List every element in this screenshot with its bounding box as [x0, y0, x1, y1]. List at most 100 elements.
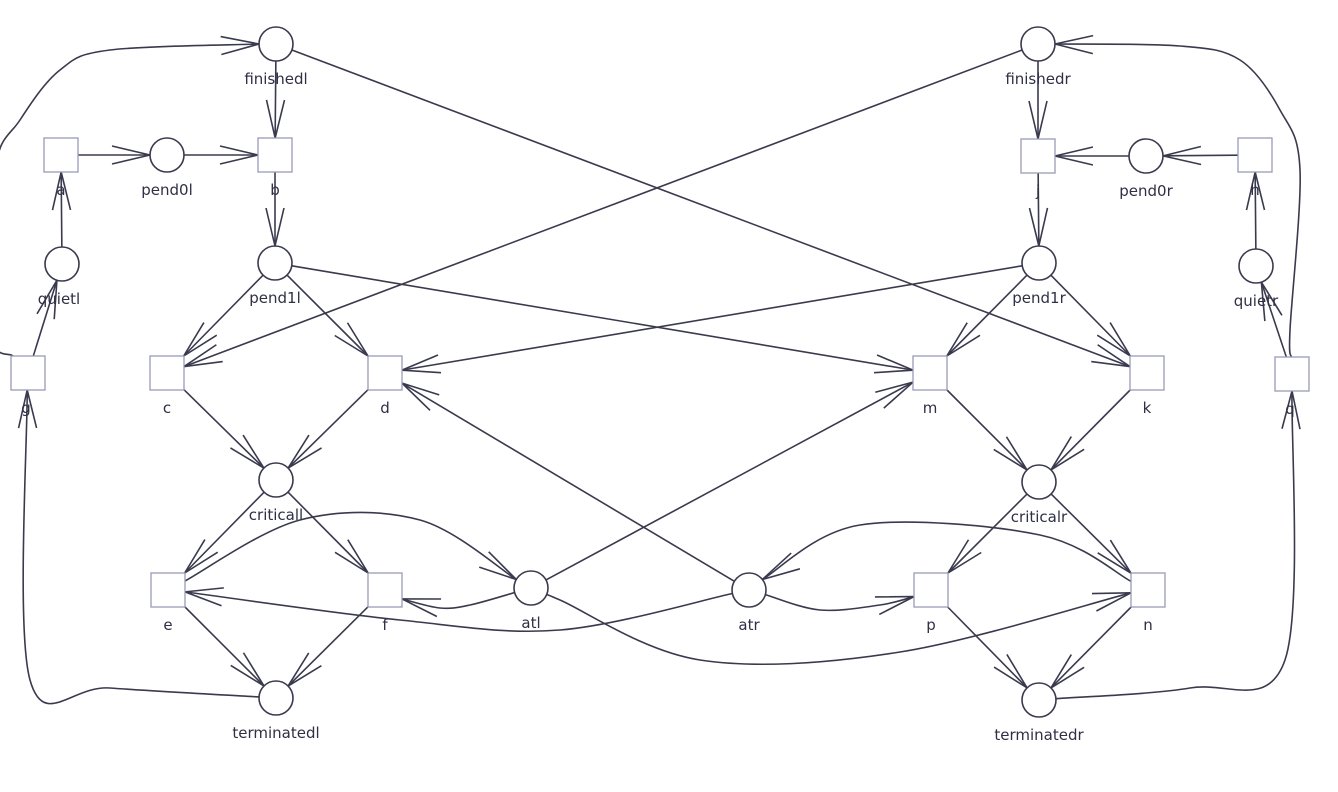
place-atr — [731, 572, 767, 608]
place-pend0r — [1128, 138, 1164, 174]
transition-label-g: g — [21, 399, 31, 417]
place-quietl — [44, 246, 80, 282]
node-layer: finishedl pend0l quietl pend1l criticall term… — [10, 26, 1310, 744]
transition-label-e: e — [163, 616, 172, 634]
place-label-criticall: criticall — [249, 506, 303, 524]
transition-n — [1130, 572, 1166, 608]
arc-p-to-terminatedr — [947, 606, 1028, 689]
arc-e-to-atl — [184, 511, 517, 582]
arc-criticall-to-e — [184, 491, 265, 574]
transition-b — [257, 137, 293, 173]
transition-e — [150, 572, 186, 608]
arc-terminatedr-to-q — [1055, 390, 1296, 700]
place-label-finishedr: finishedr — [1005, 70, 1071, 88]
transition-label-f: f — [382, 616, 388, 634]
transition-j — [1020, 138, 1056, 174]
arc-q-to-finishedr — [1054, 43, 1301, 358]
arc-g-to-finishedl — [0, 43, 260, 357]
place-pend1r — [1021, 245, 1057, 281]
place-criticalr — [1021, 464, 1057, 500]
transition-h — [1237, 137, 1273, 173]
arc-criticalr-to-n — [1050, 493, 1132, 574]
place-label-pend1l: pend1l — [249, 289, 301, 307]
arc-quietl-to-a — [60, 171, 63, 248]
arc-pend1l-to-c — [183, 274, 264, 357]
transition-m — [912, 355, 948, 391]
arc-f-to-terminatedl — [287, 606, 369, 687]
transition-label-q: q — [1285, 400, 1295, 418]
arc-d-to-criticall — [287, 389, 369, 469]
transition-label-a: a — [56, 181, 65, 199]
place-label-quietl: quietl — [38, 290, 80, 308]
place-label-pend0l: pend0l — [141, 181, 193, 199]
arc-pend1r-to-m — [946, 274, 1028, 357]
arrowhead-finishedl-to-k — [1091, 344, 1131, 368]
transition-label-m: m — [923, 399, 938, 417]
arc-n-to-atr — [761, 521, 1132, 583]
arc-criticalr-to-p — [947, 493, 1028, 574]
transition-q — [1274, 356, 1310, 392]
transition-label-d: d — [380, 399, 390, 417]
arc-k-to-criticalr — [1050, 389, 1131, 471]
place-label-terminatedr: terminatedr — [994, 726, 1084, 744]
place-label-pend0r: pend0r — [1119, 182, 1173, 200]
transition-k — [1129, 355, 1165, 391]
transition-p — [913, 572, 949, 608]
arc-atl-to-n — [543, 592, 1132, 666]
transition-a — [43, 137, 79, 173]
place-criticall — [258, 462, 294, 498]
arc-pend1l-to-m — [291, 265, 914, 371]
transition-label-j: j — [1035, 182, 1040, 200]
arc-atl-to-m — [545, 381, 914, 581]
transition-f — [367, 572, 403, 608]
place-quietr — [1238, 248, 1274, 284]
transition-label-c: c — [163, 399, 171, 417]
arc-atr-to-p — [765, 593, 915, 612]
arc-m-to-criticalr — [946, 389, 1028, 471]
transition-label-h: h — [1250, 181, 1260, 199]
place-label-terminatedl: terminatedl — [232, 724, 319, 742]
arc-terminatedl-to-g — [22, 389, 260, 705]
arc-e-to-terminatedl — [184, 606, 265, 687]
transition-d — [367, 355, 403, 391]
place-pend1l — [257, 245, 293, 281]
place-atl — [513, 570, 549, 606]
arc-pend1r-to-d — [401, 265, 1023, 371]
transition-g — [10, 355, 46, 391]
arc-quietr-to-h — [1254, 171, 1257, 250]
arc-atr-to-e — [184, 591, 733, 633]
place-finishedr — [1020, 26, 1056, 62]
arc-h-to-pend0r — [1162, 154, 1239, 157]
place-label-quietr: quietr — [1234, 292, 1279, 310]
arc-atr-to-d — [401, 382, 735, 582]
transition-label-n: n — [1143, 616, 1153, 634]
arc-n-to-terminatedr — [1050, 606, 1132, 689]
arc-criticall-to-f — [287, 491, 369, 574]
place-label-criticalr: criticalr — [1011, 508, 1068, 526]
arc-j-to-pend1r — [1037, 172, 1040, 247]
place-label-finishedl: finishedl — [244, 70, 307, 88]
arrowhead-finishedr-to-c — [183, 344, 223, 368]
place-label-pend1r: pend1r — [1012, 289, 1066, 307]
place-label-atr: atr — [738, 616, 760, 634]
place-terminatedl — [258, 680, 294, 716]
transition-label-b: b — [270, 181, 280, 199]
place-pend0l — [149, 137, 185, 173]
arc-atl-to-f — [401, 591, 515, 610]
arc-finishedl-to-b — [274, 60, 277, 139]
arc-finishedl-to-k — [291, 49, 1131, 368]
arc-c-to-criticall — [183, 389, 265, 469]
transition-c — [149, 355, 185, 391]
place-label-atl: atl — [521, 614, 540, 632]
arc-pend1l-to-d — [286, 274, 369, 357]
place-terminatedr — [1021, 682, 1057, 718]
place-finishedl — [258, 26, 294, 62]
arc-layer — [0, 34, 1301, 705]
arc-g-to-quietl — [32, 279, 58, 357]
arc-finishedr-to-c — [183, 49, 1023, 368]
transition-label-k: k — [1143, 399, 1152, 417]
arc-pend1r-to-k — [1050, 274, 1131, 357]
transition-label-p: p — [926, 616, 936, 634]
arc-q-to-quietr — [1260, 281, 1288, 358]
